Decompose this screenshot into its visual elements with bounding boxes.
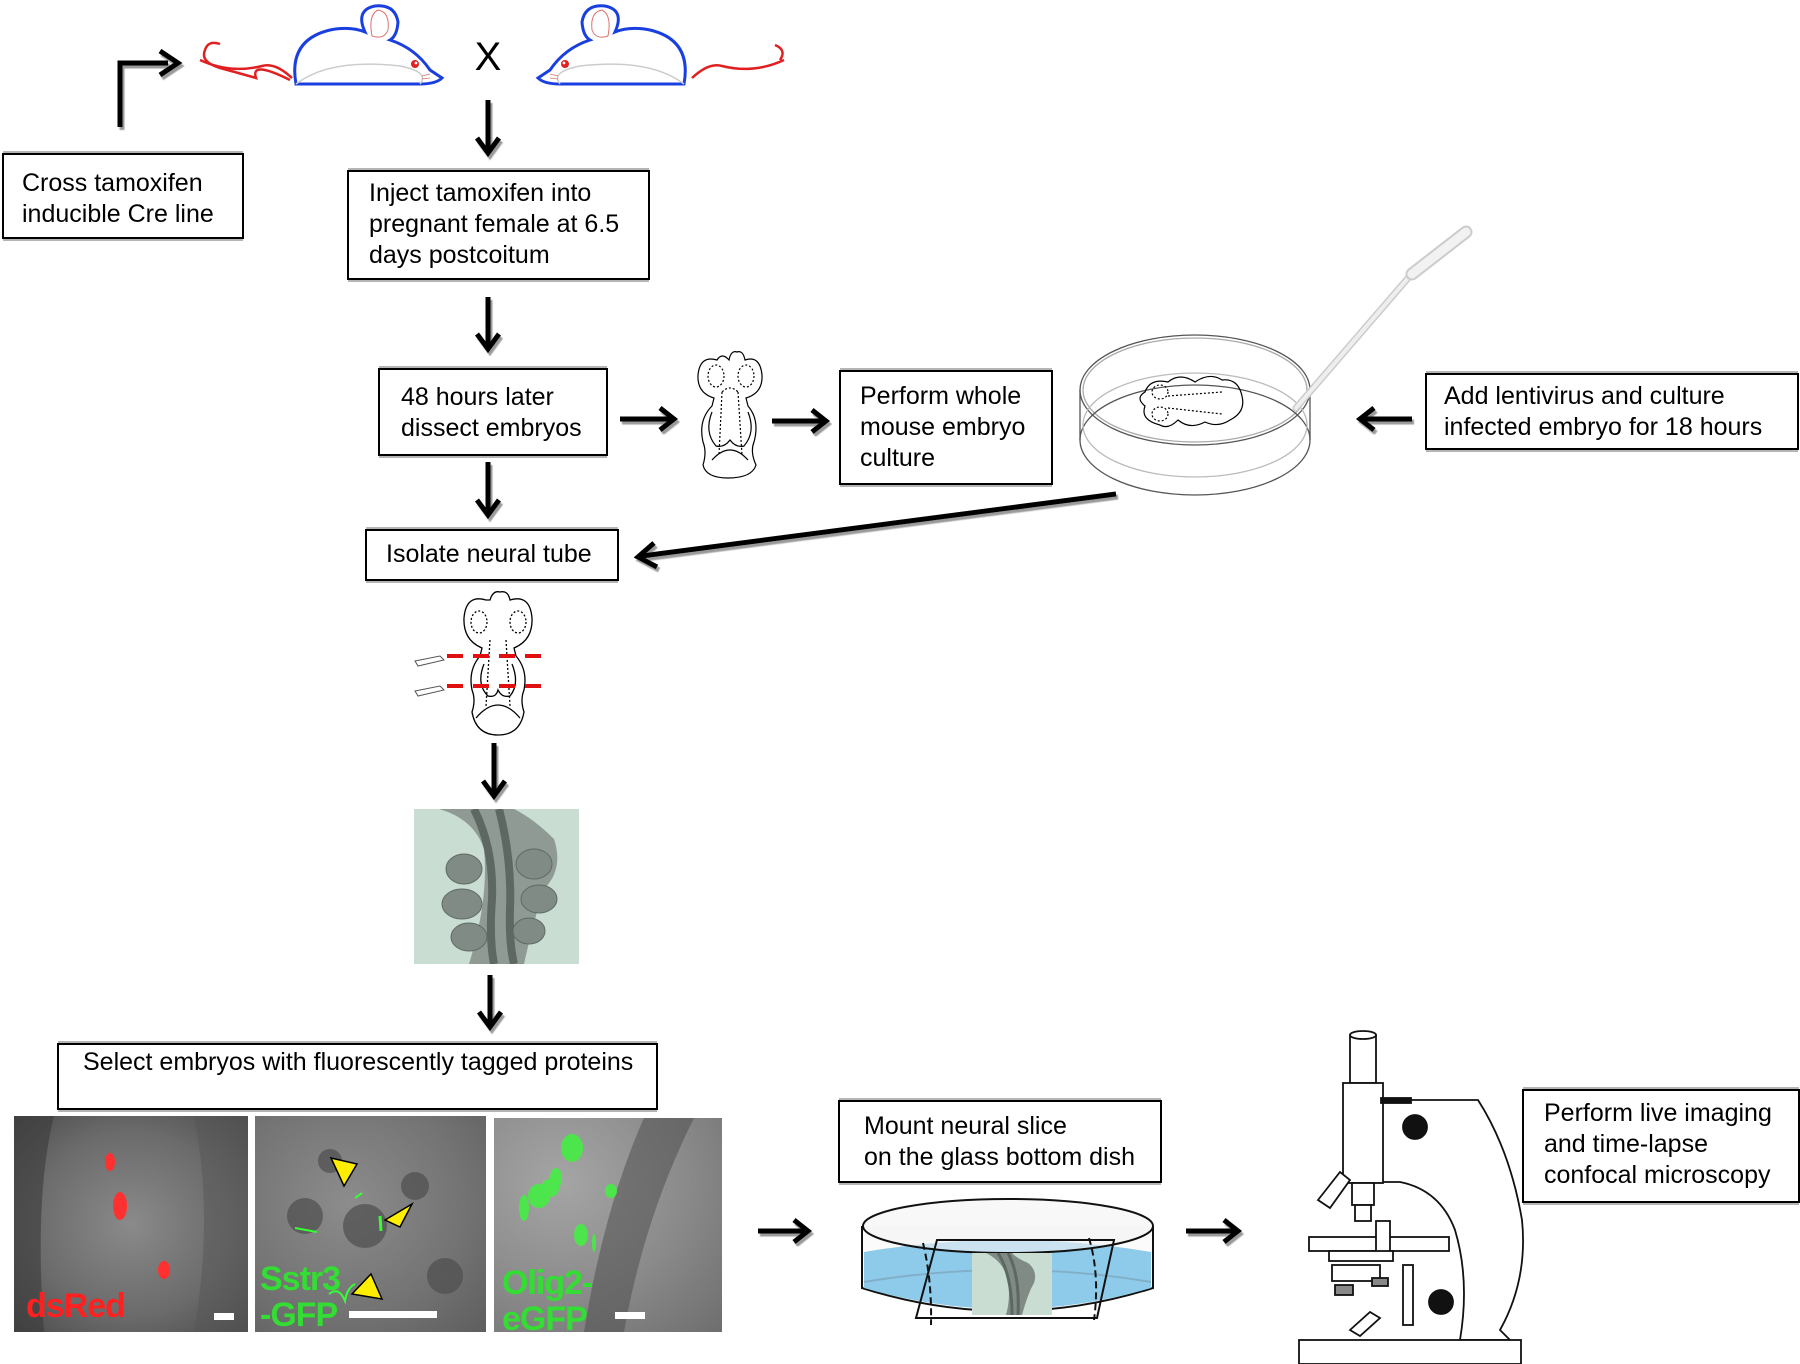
dsred-cells (14, 1116, 248, 1332)
arrowhead-marker-icon (383, 1202, 414, 1228)
arrowhead-marker-icon (329, 1156, 359, 1188)
step-isolate-text: Isolate neural tube (386, 540, 592, 568)
arrow-down-icon (474, 462, 502, 520)
scale-bar (214, 1313, 234, 1320)
step-lentivirus-box: Add lentivirus and culture infected embr… (1425, 373, 1799, 450)
step-select-box: Select embryos with fluorescently tagged… (57, 1043, 658, 1110)
panel-sstr3-label: Sstr3 -GFP (260, 1260, 341, 1332)
arrow-right-icon (758, 1218, 813, 1244)
panel-olig2-label: Olig2- eGFP (502, 1264, 593, 1332)
neural-tube-texture (439, 809, 558, 964)
pipette-icon (1292, 225, 1473, 412)
step-inject-text: Inject tamoxifen into pregnant female at… (369, 179, 620, 269)
step-isolate-box: Isolate neural tube (365, 529, 619, 581)
mounted-slice-photo (972, 1253, 1052, 1315)
arrow-right-icon (620, 406, 679, 432)
mounted-slice-texture (986, 1253, 1036, 1315)
cut-line-icon (447, 654, 548, 688)
arrow-down-icon (474, 100, 502, 158)
blade-icon (414, 655, 445, 697)
olig2-cells (519, 1118, 694, 1332)
scale-bar (615, 1312, 645, 1319)
step-mount-box: Mount neural slice on the glass bottom d… (838, 1100, 1162, 1183)
step-cross-text: Cross tamoxifen inducible Cre line (22, 169, 214, 228)
sstr3-cells (287, 1149, 463, 1305)
arrow-right-icon (1186, 1218, 1243, 1244)
arrowhead-marker-icon (350, 1272, 384, 1300)
panel-sstr3-photo: Sstr3 -GFP (255, 1116, 486, 1332)
step-mount-text: Mount neural slice on the glass bottom d… (864, 1112, 1135, 1171)
step-culture-text: Perform whole mouse embryo culture (860, 382, 1026, 472)
arrow-long-diagonal-icon (633, 491, 1117, 570)
mouse-female-icon (535, 4, 785, 86)
panel-dsred-photo: dsRed (14, 1116, 248, 1332)
step-lentivirus-text: Add lentivirus and culture infected embr… (1444, 382, 1763, 441)
panel-dsred-label: dsRed (26, 1287, 126, 1325)
step-culture-box: Perform whole mouse embryo culture (839, 370, 1053, 485)
mouse-male-icon (199, 4, 445, 86)
step-imaging-text: Perform live imaging and time-lapse conf… (1544, 1099, 1772, 1189)
arrow-down-icon (476, 975, 504, 1032)
step-dissect-text: 48 hours later dissect embryos (401, 383, 582, 442)
cross-symbol: X (475, 35, 502, 79)
step-dissect-box: 48 hours later dissect embryos (378, 368, 608, 456)
step-cross-box: Cross tamoxifen inducible Cre line (2, 153, 244, 239)
embryo-in-dish-icon (1139, 375, 1244, 428)
step-select-text: Select embryos with fluorescently tagged… (83, 1048, 634, 1076)
arrow-right-icon (772, 408, 831, 434)
panel-olig2-photo: Olig2- eGFP (494, 1118, 722, 1332)
arrow-down-icon (474, 297, 502, 354)
petri-dish-icon (1079, 334, 1311, 496)
step-imaging-box: Perform live imaging and time-lapse conf… (1522, 1089, 1800, 1203)
microscope-icon (1298, 1030, 1524, 1364)
neural-tube-photo (414, 809, 579, 964)
embryo-dissection-icon (463, 591, 533, 736)
embryo-drawing-icon (697, 351, 763, 479)
bent-arrow-icon (117, 48, 183, 127)
arrow-left-icon (1355, 406, 1412, 432)
step-inject-box: Inject tamoxifen into pregnant female at… (347, 170, 650, 280)
scale-bar (349, 1311, 437, 1318)
arrow-down-icon (480, 743, 508, 801)
